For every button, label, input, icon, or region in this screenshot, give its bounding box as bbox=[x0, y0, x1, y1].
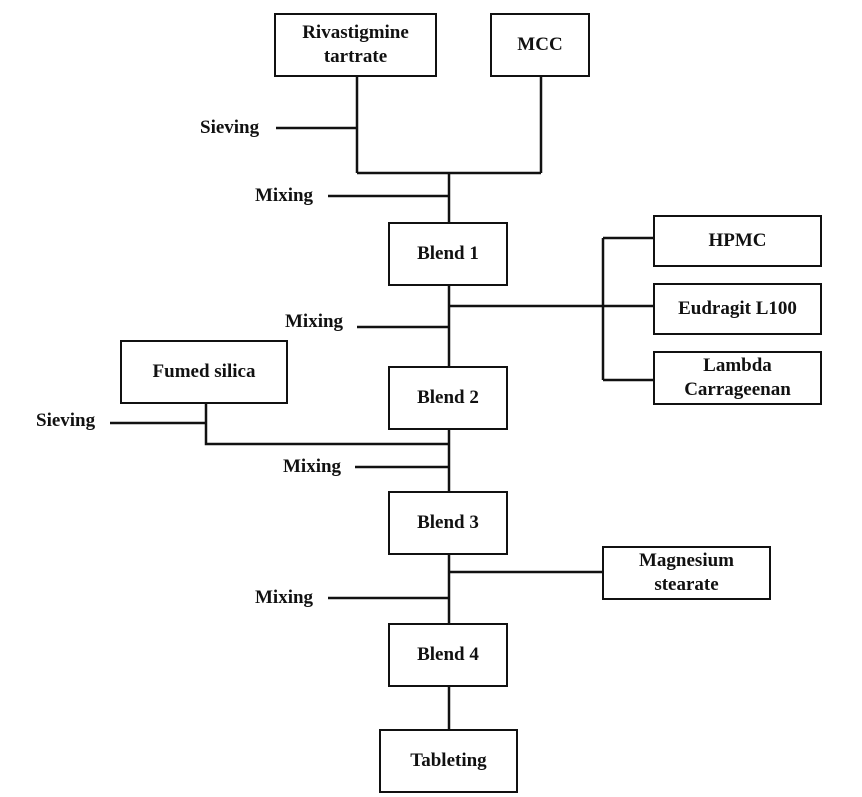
connector-fumed-silica bbox=[204, 404, 449, 446]
step-mixing-3: Mixing bbox=[283, 456, 342, 477]
step-mixing-4: Mixing bbox=[255, 587, 314, 608]
node-eudragit-l100: Eudragit L100 bbox=[653, 283, 822, 335]
node-fumed-silica: Fumed silica bbox=[120, 340, 288, 404]
node-tableting-label: Tableting bbox=[410, 750, 487, 771]
node-magnesium-stearate-label: Magnesium stearate bbox=[639, 550, 734, 595]
step-mixing-1: Mixing bbox=[255, 185, 314, 206]
node-eudragit-l100-label: Eudragit L100 bbox=[678, 298, 797, 319]
node-lambda-carrageenan-label: Lambda Carrageenan bbox=[684, 355, 791, 400]
node-hpmc-label: HPMC bbox=[708, 230, 767, 251]
node-tableting: Tableting bbox=[379, 729, 518, 793]
node-blend-1: Blend 1 bbox=[388, 222, 508, 286]
node-rivastigmine-tartrate: Rivastigmine tartrate bbox=[274, 13, 437, 77]
step-sieving-2: Sieving bbox=[36, 410, 96, 431]
node-blend-3-label: Blend 3 bbox=[417, 512, 479, 533]
node-blend-4: Blend 4 bbox=[388, 623, 508, 687]
node-mcc-label: MCC bbox=[517, 34, 563, 55]
step-sieving-1: Sieving bbox=[200, 117, 260, 138]
node-magnesium-stearate: Magnesium stearate bbox=[602, 546, 771, 600]
node-mcc: MCC bbox=[490, 13, 590, 77]
node-hpmc: HPMC bbox=[653, 215, 822, 267]
node-blend-3: Blend 3 bbox=[388, 491, 508, 555]
node-lambda-carrageenan: Lambda Carrageenan bbox=[653, 351, 822, 405]
node-blend-1-label: Blend 1 bbox=[417, 243, 479, 264]
node-blend-2-label: Blend 2 bbox=[417, 387, 479, 408]
node-fumed-silica-label: Fumed silica bbox=[152, 361, 256, 382]
step-mixing-2: Mixing bbox=[285, 311, 344, 332]
node-blend-4-label: Blend 4 bbox=[417, 644, 479, 665]
node-rivastigmine-tartrate-label: Rivastigmine tartrate bbox=[302, 22, 409, 67]
node-blend-2: Blend 2 bbox=[388, 366, 508, 430]
